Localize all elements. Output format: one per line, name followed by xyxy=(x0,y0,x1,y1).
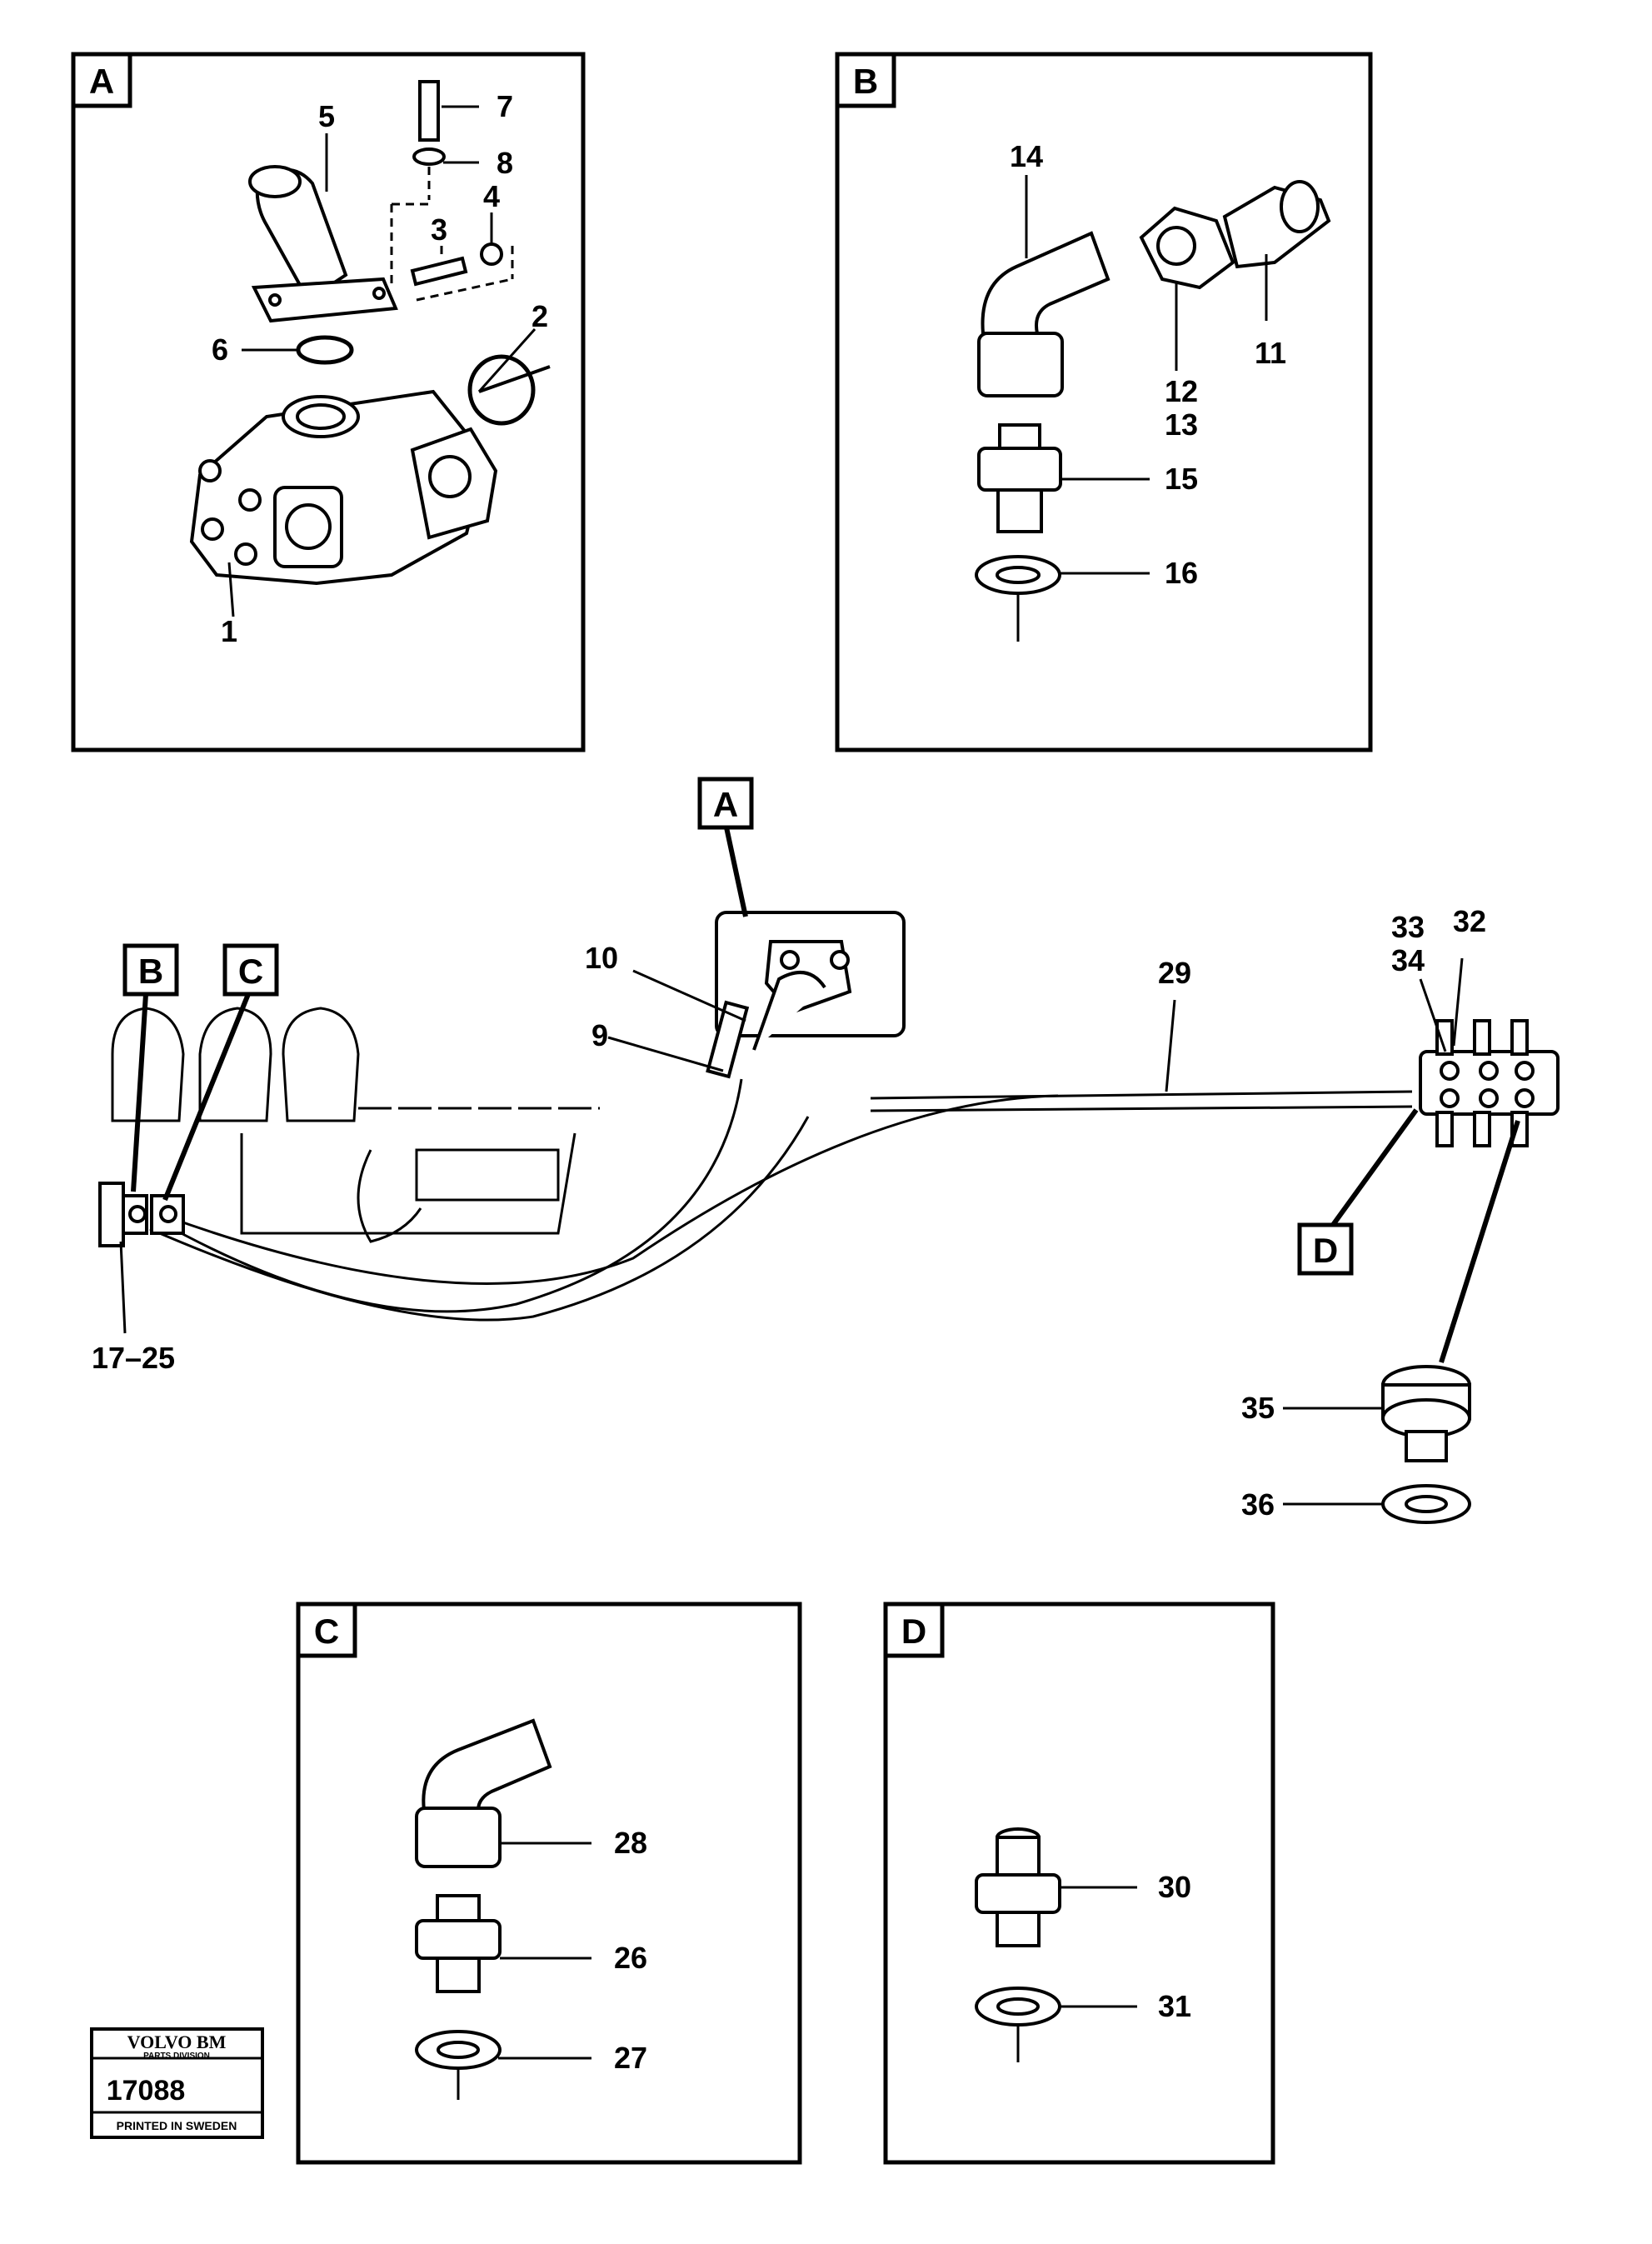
label-27: 27 xyxy=(614,2041,647,2075)
callout-d: D xyxy=(1313,1231,1338,1270)
elbow-flange-drawing xyxy=(248,165,398,323)
label-17-25: 17–25 xyxy=(92,1341,175,1375)
label-5: 5 xyxy=(318,99,335,133)
panel-d-tag: D xyxy=(901,1612,926,1651)
label-26: 26 xyxy=(614,1941,647,1975)
callout-b: B xyxy=(138,952,163,991)
panel-b-tag: B xyxy=(853,62,878,101)
volvo-stamp: VOLVO BM PARTS DIVISION 17088 PRINTED IN… xyxy=(90,2027,264,2139)
label-36: 36 xyxy=(1241,1487,1275,1522)
label-14: 14 xyxy=(1010,139,1043,173)
hose-lines xyxy=(149,1078,1413,1322)
label-6: 6 xyxy=(212,332,228,367)
label-2: 2 xyxy=(532,299,548,333)
label-28: 28 xyxy=(614,1826,647,1860)
label-15: 15 xyxy=(1165,462,1198,496)
label-1: 1 xyxy=(221,614,237,648)
panel-c-tag: C xyxy=(314,1612,339,1651)
engine-outline xyxy=(111,1007,600,1243)
label-35: 35 xyxy=(1241,1391,1275,1425)
sensor-fitting xyxy=(98,1182,185,1247)
label-33: 33 xyxy=(1391,910,1425,944)
label-3: 3 xyxy=(431,212,447,247)
banjo-elbow-drawing xyxy=(975,180,1331,595)
stamp-printed: PRINTED IN SWEDEN xyxy=(117,2119,237,2132)
label-11: 11 xyxy=(1255,336,1286,370)
manifold-block xyxy=(1419,1019,1560,1147)
label-4: 4 xyxy=(483,179,500,213)
pump-unit xyxy=(715,911,906,1051)
panel-a-tag: A xyxy=(89,62,114,101)
label-31: 31 xyxy=(1158,1989,1191,2023)
elbow-fitting-drawing xyxy=(415,1718,552,2070)
label-13: 13 xyxy=(1165,407,1198,442)
label-34: 34 xyxy=(1391,943,1425,977)
label-10: 10 xyxy=(585,941,618,975)
label-30: 30 xyxy=(1158,1870,1191,1904)
callout-c: C xyxy=(238,952,263,991)
label-9: 9 xyxy=(591,1018,608,1052)
stamp-number: 17088 xyxy=(107,2075,186,2107)
panel-a: A xyxy=(71,52,586,752)
label-29: 29 xyxy=(1158,956,1191,990)
panel-c: C 28 26 27 xyxy=(296,1602,802,2165)
adapter-drawing xyxy=(975,1827,1061,2027)
callout-a: A xyxy=(713,785,738,824)
panel-d: D 30 31 xyxy=(883,1602,1275,2165)
label-32: 32 xyxy=(1453,904,1486,938)
stamp-division: PARTS DIVISION xyxy=(143,2052,210,2061)
label-7: 7 xyxy=(497,89,513,123)
pump-drawing xyxy=(189,365,551,586)
label-16: 16 xyxy=(1165,556,1198,590)
overview-diagram: A B C D 10 9 29 32 33 34 17–25 35 36 xyxy=(92,777,1560,1524)
label-12: 12 xyxy=(1165,374,1198,408)
stamp-brand: VOLVO BM xyxy=(127,2032,227,2052)
panel-b: B 14 12 13 11 15 16 xyxy=(835,52,1373,752)
plug-drawing xyxy=(1381,1365,1471,1524)
label-8: 8 xyxy=(497,146,513,180)
